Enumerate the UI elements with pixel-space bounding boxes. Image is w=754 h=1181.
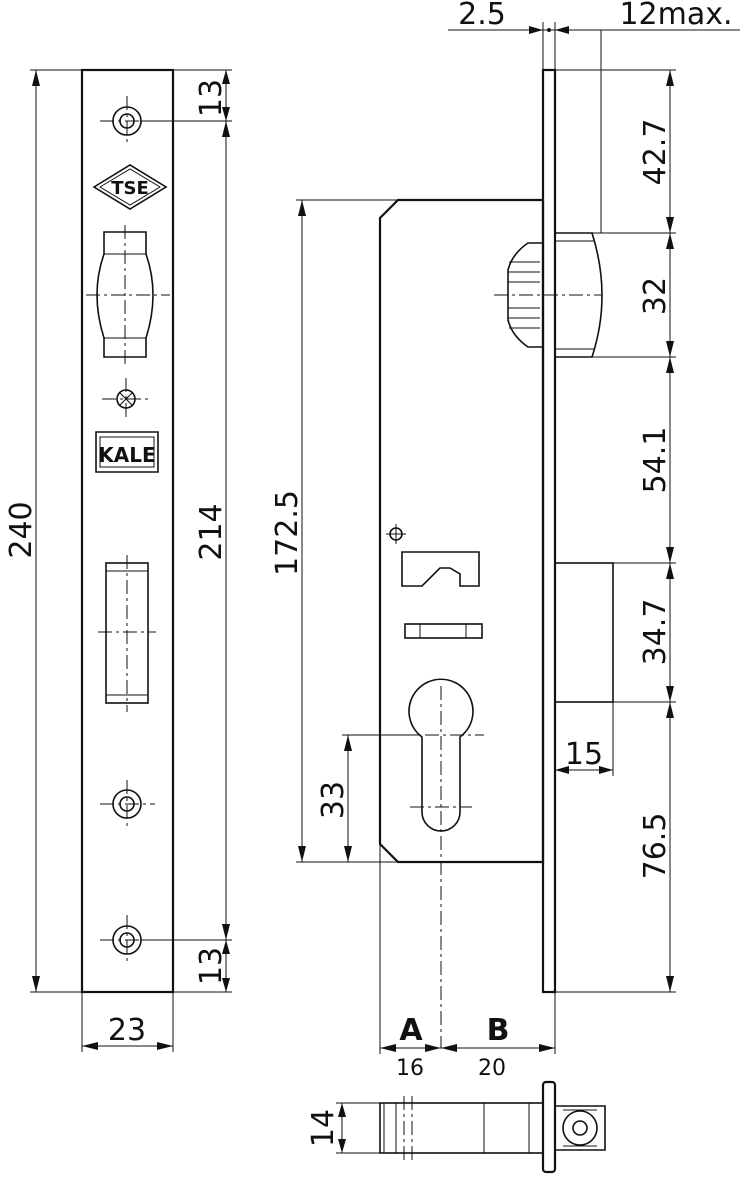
faceplate-front-view: TSE KALE [80,68,175,994]
dimension-label-32: 32 [638,277,673,315]
small-slot [404,623,483,639]
dimension-label-2-5: 2.5 [458,0,506,32]
lower-screw-hole [100,780,155,828]
dimension-case-height: 172.5 [270,199,398,863]
label-a: A [399,1013,423,1048]
dimension-right-chain: 42.7 32 54.1 34.7 76.5 [555,69,676,993]
lock-body-side-view [378,68,614,1048]
lock-top-view [379,1080,606,1174]
dimension-a-b: A B 16 20 [379,844,556,1081]
latch-bolt [494,232,603,358]
pivot-marker [386,524,406,544]
dimension-label-54-1: 54.1 [638,427,673,494]
dimension-faceplate-right: 13 214 13 [140,69,232,993]
dimension-label-23: 23 [108,1013,146,1048]
dimension-label-14: 14 [306,1109,341,1147]
dimension-total-height: 240 [4,69,82,993]
bolt-window [98,555,156,712]
dimension-label-13-top: 13 [194,79,229,117]
lock-case [378,198,545,864]
kale-logo: KALE [95,431,159,473]
dimension-label-240: 240 [4,501,39,558]
dimension-label-13-bottom: 13 [194,947,229,985]
dimension-label-16: 16 [396,1056,424,1081]
dimension-label-34-7: 34.7 [638,599,673,666]
dimension-top-view-thickness: 14 [306,1102,380,1154]
dead-bolt [554,562,614,703]
dimension-faceplate-width: 23 [81,992,174,1052]
dimension-label-15: 15 [565,737,603,772]
faceplate-side [541,68,557,994]
kale-logo-text: KALE [98,443,155,467]
latch-window [86,225,170,365]
dimension-label-20: 20 [478,1056,506,1081]
tse-logo: TSE [92,164,168,210]
tse-logo-text: TSE [111,178,149,199]
dimension-label-42-7: 42.7 [638,119,673,186]
dimension-bolt-throw: 15 [555,702,614,776]
dimension-cylinder-spacing: 33 [316,734,420,863]
dimension-label-172-5: 172.5 [270,490,305,576]
center-screw [102,378,150,420]
hook-slot [401,551,480,587]
dimension-label-76-5: 76.5 [638,813,673,880]
faceplate-outline [80,68,175,994]
dimension-label-12max: 12max. [619,0,732,32]
label-b: B [487,1013,510,1048]
dimension-label-33: 33 [316,781,351,819]
dimension-label-214: 214 [194,503,229,560]
dimension-top: 2.5 12max. [448,0,740,233]
